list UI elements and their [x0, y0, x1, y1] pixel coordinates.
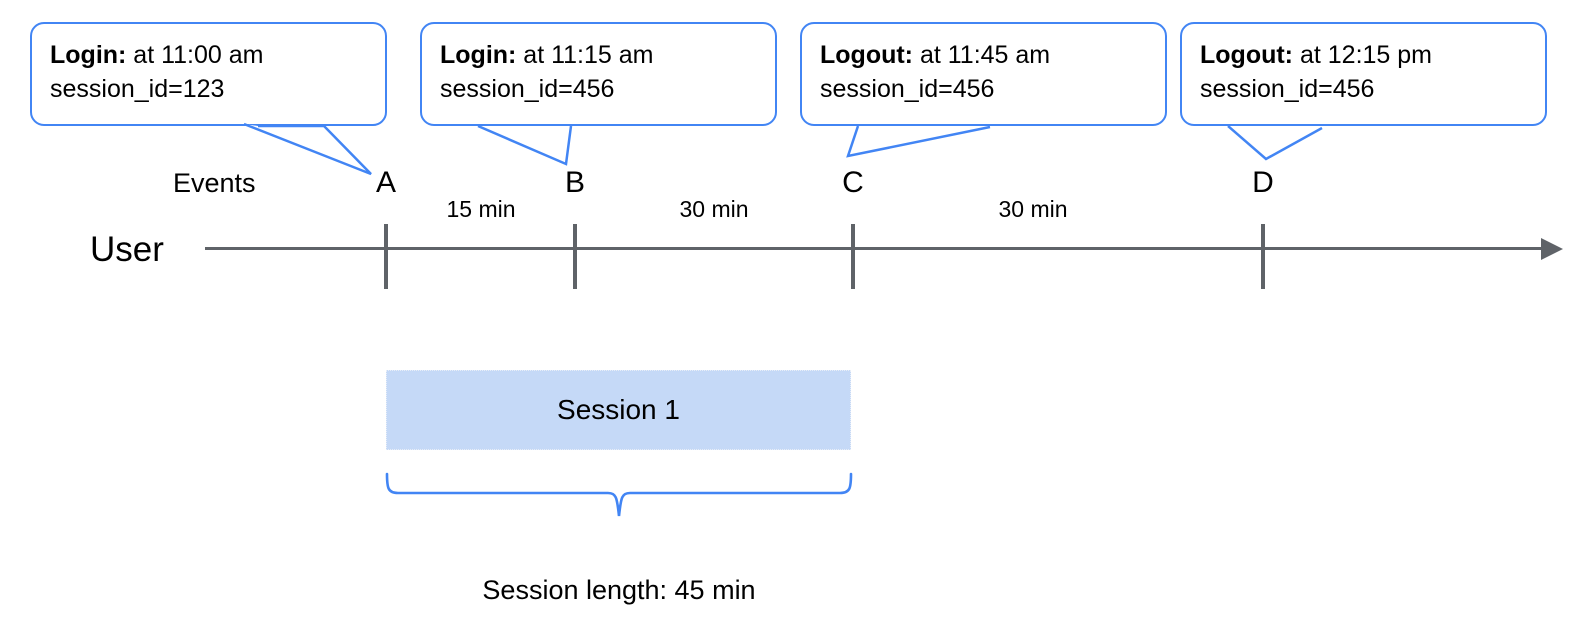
callout-4-tail [1227, 125, 1323, 161]
callout-3-time: at 11:45 am [913, 41, 1051, 69]
session-bar-label: Session 1 [557, 394, 680, 425]
callout-4-session: session_id=456 [1200, 75, 1375, 103]
callout-1-line1: Login: at 11:00 am [50, 41, 263, 69]
interval-label-ab: 15 min [446, 196, 516, 222]
callout-2-time: at 11:15 am [516, 41, 654, 69]
callout-2-event: Login: [440, 41, 517, 69]
session-length-label: Session length: 45 min [482, 575, 756, 605]
user-row-label: User [90, 230, 164, 269]
event-label-c: C [842, 166, 864, 199]
callout-3-event: Logout: [820, 41, 914, 69]
callout-2-session: session_id=456 [440, 75, 615, 103]
callout-event-d: Logout: at 12:15 pm session_id=456 [1180, 22, 1547, 126]
event-tick-c [851, 224, 855, 289]
callout-3-session: session_id=456 [820, 75, 995, 103]
session-bar: Session 1 [386, 370, 851, 450]
interval-label-cd: 30 min [998, 196, 1068, 222]
callout-3-line1: Logout: at 11:45 am [820, 41, 1050, 69]
event-label-b: B [564, 166, 586, 199]
callout-4-event: Logout: [1200, 41, 1294, 69]
events-row-label: Events [173, 168, 256, 198]
callout-1-tail [243, 122, 372, 176]
brace-path [385, 472, 853, 517]
event-label-a: A [375, 166, 397, 199]
timeline-axis [205, 247, 1545, 250]
event-tick-d [1261, 224, 1265, 289]
callout-4-line1: Logout: at 12:15 pm [1200, 41, 1432, 69]
callout-event-b: Login: at 11:15 am session_id=456 [420, 22, 777, 126]
callout-1-event: Login: [50, 41, 127, 69]
event-tick-b [573, 224, 577, 289]
callout-1-time: at 11:00 am [126, 41, 264, 69]
interval-label-bc: 30 min [679, 196, 749, 222]
callout-3-tail [846, 125, 991, 158]
callout-2-tail [477, 124, 573, 166]
callout-2-line1: Login: at 11:15 am [440, 41, 653, 69]
callout-4-time: at 12:15 pm [1293, 41, 1432, 69]
callout-1-session: session_id=123 [50, 75, 225, 103]
event-tick-a [384, 224, 388, 289]
callout-event-a: Login: at 11:00 am session_id=123 [30, 22, 387, 126]
timeline-arrow-icon [1541, 238, 1563, 260]
callout-event-c: Logout: at 11:45 am session_id=456 [800, 22, 1167, 126]
event-label-d: D [1252, 166, 1274, 199]
